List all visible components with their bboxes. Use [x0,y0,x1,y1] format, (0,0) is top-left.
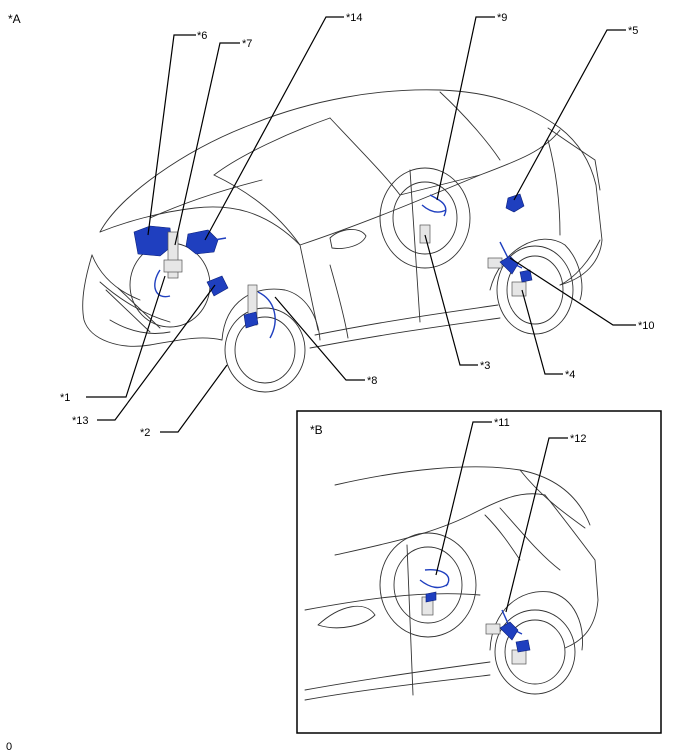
callout-2: *2 [140,427,150,439]
view-b-frame [296,410,662,734]
rear-strut-right-component [511,281,527,297]
callout-7: *7 [242,38,252,50]
car-outline-view-a [82,89,603,393]
callout-12: *12 [570,433,587,445]
callout-5: *5 [628,25,638,37]
module-component [185,229,219,255]
car-outline-view-b [304,466,599,701]
rear-sensor-component [505,193,525,213]
view-b-label: *B [310,423,323,437]
callout-6: *6 [197,30,207,42]
view-a-label: *A [8,12,21,26]
callout-3: *3 [480,360,490,372]
callout-9: *9 [497,12,507,24]
rear-wire-component-b [424,568,450,587]
callout-4: *4 [565,369,575,381]
components-view-a [133,193,533,339]
rear-strut-left-component [419,224,431,244]
rear-wire-component [429,194,447,217]
components-view-b [419,568,531,665]
sensor-component [206,275,229,297]
callout-11: *11 [494,417,510,429]
actuator-block-component [133,225,173,257]
callout-10: *10 [638,320,655,332]
leader-lines-view-b [435,421,568,613]
callout-1: *1 [60,392,70,404]
callout-13: *13 [72,415,89,427]
callout-8: *8 [367,375,377,387]
footer-code: 0 [6,741,12,753]
callout-14: *14 [346,12,363,24]
front-strut-left-component [167,231,179,279]
leader-lines-view-a [86,16,636,433]
